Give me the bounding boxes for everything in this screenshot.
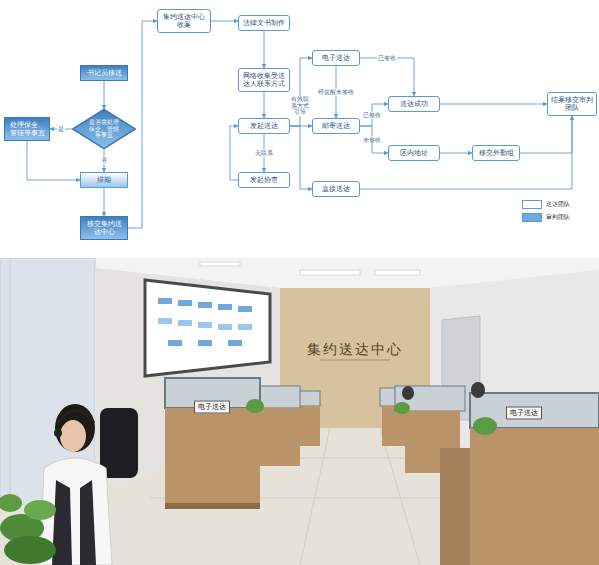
node-text: 移交集约送达中心	[84, 220, 124, 236]
legend-row: 送达团队	[522, 200, 570, 209]
flow-arrow	[27, 141, 80, 180]
node-text: 网络收集受送达人联系方式	[242, 72, 286, 88]
edge-label: 已签收	[377, 55, 397, 62]
edge-label: 有效联系方式引导	[289, 96, 311, 116]
flow-arrow	[290, 126, 312, 189]
process-box: 邮寄送达	[312, 118, 360, 134]
process-box: 移交集约送达中心	[80, 216, 128, 240]
flow-arrow	[264, 92, 265, 118]
process-box: 结案移交审判团队	[547, 92, 597, 116]
node-text: 发起送达	[250, 122, 278, 130]
edge-label: 未签收	[362, 136, 382, 143]
flow-arrow	[104, 81, 105, 109]
desk-sign: 电子送达	[506, 407, 542, 420]
flow-arrow	[264, 31, 265, 68]
decision-diamond: 是否需处理保全、管辖等事宜	[72, 109, 136, 149]
process-box: 区内地址	[388, 145, 440, 161]
flow-arrow	[360, 126, 388, 153]
node-text: 排期	[97, 176, 111, 184]
flow-arrow	[128, 21, 157, 228]
node-text: 区内地址	[400, 149, 428, 157]
desk-sign: 电子送达	[194, 401, 230, 414]
process-box: 处理保全、管辖等事宜	[4, 117, 50, 141]
process-box: 排期	[80, 172, 128, 188]
process-box: 法律文书制作	[238, 15, 290, 31]
flow-arrow	[104, 188, 105, 216]
node-text: 是否需处理保全、管辖等事宜	[87, 119, 121, 140]
legend-text: 审判团队	[546, 213, 570, 222]
node-text: 直接送达	[322, 185, 350, 193]
legend-text: 送达团队	[546, 200, 570, 209]
node-text: 邮寄送达	[322, 122, 350, 130]
edge-label: 否	[100, 157, 108, 164]
wall-lettering: 集约送达中心	[307, 341, 403, 359]
node-text: 法律文书制作	[243, 19, 285, 27]
flow-arrow	[440, 153, 472, 154]
node-text: 书记员移送	[87, 69, 122, 77]
process-box: 送达成功	[388, 96, 440, 112]
flow-arrow	[440, 104, 547, 105]
legend-swatch	[522, 200, 542, 209]
flow-arrow	[360, 104, 388, 126]
process-box: 电子送达	[312, 50, 360, 66]
node-text: 移交外勤组	[479, 149, 514, 157]
flow-arrow	[520, 116, 572, 153]
node-text: 处理保全、管辖等事宜	[8, 121, 46, 137]
node-text: 送达成功	[400, 100, 428, 108]
process-box: 移交外勤组	[472, 145, 520, 161]
edge-label: 无联系	[254, 150, 274, 157]
flow-arrow	[360, 58, 414, 96]
node-text: 集约送达中心收案	[161, 13, 207, 29]
edge-label: 经提醒未签收	[317, 89, 355, 96]
process-box: 发起送达	[238, 118, 290, 134]
node-text: 结案移交审判团队	[551, 96, 593, 112]
flow-arrow	[360, 116, 572, 189]
process-box: 直接送达	[312, 181, 360, 197]
edge-label: 是	[57, 126, 65, 133]
node-text: 电子送达	[322, 54, 350, 62]
legend-row: 审判团队	[522, 213, 570, 222]
flow-arrow	[230, 126, 238, 180]
legend-swatch	[522, 213, 542, 222]
flow-arrow	[290, 58, 312, 126]
process-box: 发起协查	[238, 172, 290, 188]
process-box: 集约送达中心收案	[157, 9, 211, 33]
process-box: 书记员移送	[80, 65, 128, 81]
edge-label: 已签收	[362, 112, 382, 119]
node-text: 发起协查	[250, 176, 278, 184]
flow-arrow	[211, 21, 238, 22]
process-box: 网络收集受送达人联系方式	[238, 68, 290, 92]
